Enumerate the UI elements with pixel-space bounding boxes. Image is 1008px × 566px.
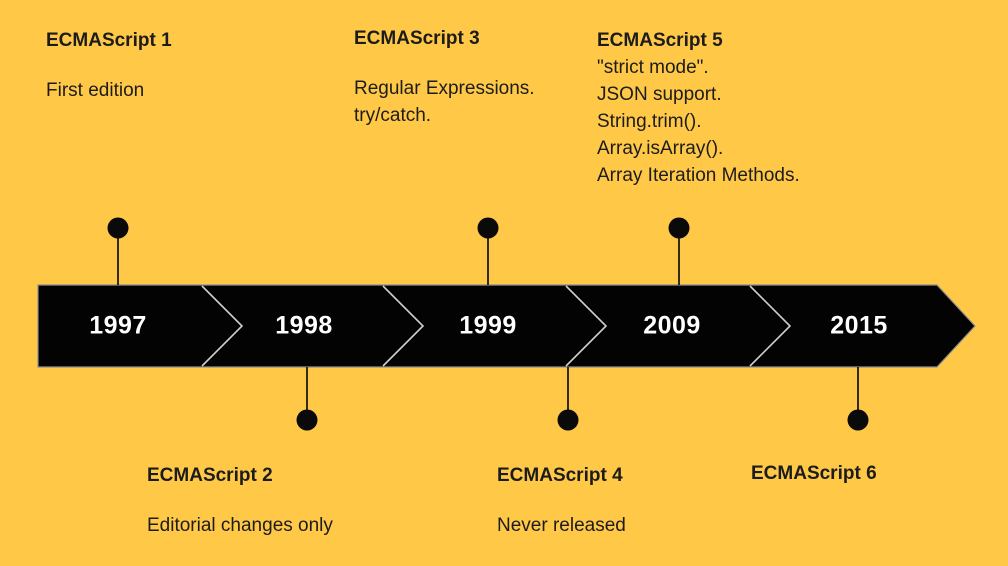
milestone-description-line: Array.isArray(). (597, 138, 724, 159)
timeline-dot (668, 217, 690, 239)
timeline-dot (107, 217, 129, 239)
segment-divider-chevron (382, 285, 425, 367)
milestone-ecmascript-2: ECMAScript 2 Editorial changes only (147, 462, 333, 539)
milestone-description-line: First edition (46, 80, 145, 101)
timeline-dot (557, 409, 579, 431)
milestone-description-line: JSON support. (597, 84, 722, 105)
timeline-dot (477, 217, 499, 239)
milestone-ecmascript-4: ECMAScript 4 Never released (497, 462, 626, 539)
year-label-2015: 2015 (830, 311, 888, 340)
year-label-2009: 2009 (643, 311, 701, 340)
year-label-1998: 1998 (275, 311, 333, 340)
milestone-title: ECMAScript 2 (147, 465, 273, 486)
year-label-1997: 1997 (89, 311, 147, 340)
milestone-ecmascript-6: ECMAScript 6 (751, 460, 877, 510)
milestone-description-line: String.trim(). (597, 111, 702, 132)
milestone-description-line: try/catch. (354, 105, 432, 126)
milestone-title: ECMAScript 3 (354, 28, 480, 49)
timeline-arrow-band (37, 284, 976, 368)
milestone-ecmascript-3: ECMAScript 3 Regular Expressions. try/ca… (354, 25, 535, 129)
segment-divider-chevron (201, 285, 244, 367)
milestone-description-line: Never released (497, 515, 626, 536)
milestone-title: ECMAScript 4 (497, 465, 623, 486)
segment-divider-chevron (749, 285, 792, 367)
milestone-ecmascript-5: ECMAScript 5 "strict mode". JSON support… (597, 27, 800, 189)
milestone-description-line: Editorial changes only (147, 515, 333, 536)
milestone-description-line: "strict mode". (597, 57, 709, 78)
milestone-description-line: Array Iteration Methods. (597, 165, 800, 186)
timeline-dot (847, 409, 869, 431)
segment-divider-chevron (565, 285, 608, 367)
milestone-ecmascript-1: ECMAScript 1 First edition (46, 27, 172, 104)
timeline-dot (296, 409, 318, 431)
milestone-title: ECMAScript 5 (597, 30, 723, 51)
milestone-title: ECMAScript 1 (46, 30, 172, 51)
milestone-description-line: Regular Expressions. (354, 78, 535, 99)
year-label-1999: 1999 (459, 311, 517, 340)
milestone-title: ECMAScript 6 (751, 463, 877, 484)
